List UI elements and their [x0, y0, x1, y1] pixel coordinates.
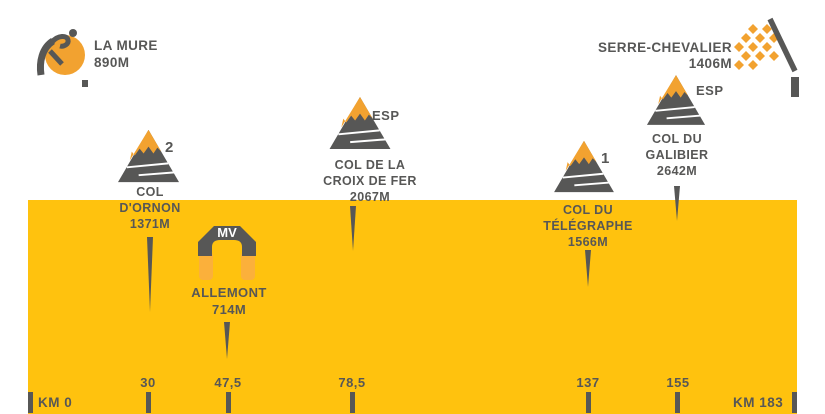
climb-name-line: COL DU — [651, 132, 703, 146]
climb-altitude: 2642M — [656, 164, 698, 178]
connector-needle — [585, 250, 591, 287]
climb-name-line: COL DU — [562, 203, 614, 217]
sprint-label-allemont: ALLEMONT 714M — [159, 284, 299, 318]
connector-needle — [147, 237, 153, 312]
cyclist-icon — [36, 29, 85, 76]
climb-category-badge: 2 — [165, 139, 174, 156]
flag-pole-base — [791, 77, 799, 97]
climb-category-badge: 1 — [601, 150, 610, 167]
km-tick-label: 30 — [140, 375, 156, 390]
climb-altitude: 2067M — [349, 190, 391, 204]
sprint-badge-text: MV — [217, 225, 237, 240]
km-tick — [586, 392, 591, 413]
start-label: LA MURE 890M — [94, 37, 158, 71]
climb-altitude: 1371M — [129, 217, 171, 231]
connector-needle — [350, 206, 356, 251]
arch-banner-icon: MV — [198, 225, 256, 280]
km-tick — [226, 392, 231, 413]
km-start-label: KM 0 — [38, 395, 73, 410]
km-tick-label: 47,5 — [214, 375, 242, 390]
finish-altitude: 1406M — [688, 56, 732, 71]
km-tick — [146, 392, 151, 413]
climb-category-badge: ESP — [372, 108, 400, 123]
climb-name-line: D'ORNON — [119, 201, 181, 215]
climb-label-telegraphe: COL DU TÉLÉGRAPHE 1566M — [518, 202, 658, 250]
climb-name-line: COL DE LA — [334, 158, 406, 172]
flag-pole — [767, 17, 798, 73]
climb-category-badge: ESP — [696, 83, 724, 98]
mountain-icon — [117, 129, 180, 183]
km-tick-label: 155 — [666, 375, 690, 390]
sprint-name: ALLEMONT — [191, 285, 267, 300]
connector-needle — [224, 322, 230, 359]
flag-checker-diamonds — [734, 24, 779, 70]
climb-name-line: COL — [136, 185, 164, 199]
climb-label-croix-de-fer: COL DE LA CROIX DE FER 2067M — [300, 157, 440, 205]
km-tick — [792, 392, 797, 413]
km-tick-label: 137 — [576, 375, 600, 390]
route-body-block — [28, 200, 797, 414]
checkered-flag-icon — [734, 17, 799, 97]
finish-label: SERRE-CHEVALIER 1406M — [560, 40, 732, 72]
finish-town-name: SERRE-CHEVALIER — [597, 40, 732, 55]
mountain-icon — [329, 96, 391, 150]
climb-label-galibier: COL DU GALIBIER 2642M — [612, 131, 742, 179]
km-tick — [350, 392, 355, 413]
mountain-icon — [646, 75, 706, 125]
sprint-altitude: 714M — [211, 302, 247, 317]
climb-name-line: GALIBIER — [645, 148, 709, 162]
start-marker-square — [82, 80, 88, 87]
climb-altitude: 1566M — [567, 235, 609, 249]
km-tick — [675, 392, 680, 413]
km-tick — [28, 392, 33, 413]
start-town-name: LA MURE — [94, 38, 158, 53]
start-altitude: 890M — [94, 55, 130, 70]
climb-name-line: CROIX DE FER — [323, 174, 417, 188]
climb-name-line: TÉLÉGRAPHE — [543, 219, 633, 233]
km-end-label: KM 183 — [733, 395, 784, 410]
climb-label-ornon: COL D'ORNON 1371M — [88, 184, 212, 232]
mountain-icon — [554, 140, 614, 193]
connector-needle — [674, 186, 680, 221]
km-tick-label: 78,5 — [338, 375, 366, 390]
